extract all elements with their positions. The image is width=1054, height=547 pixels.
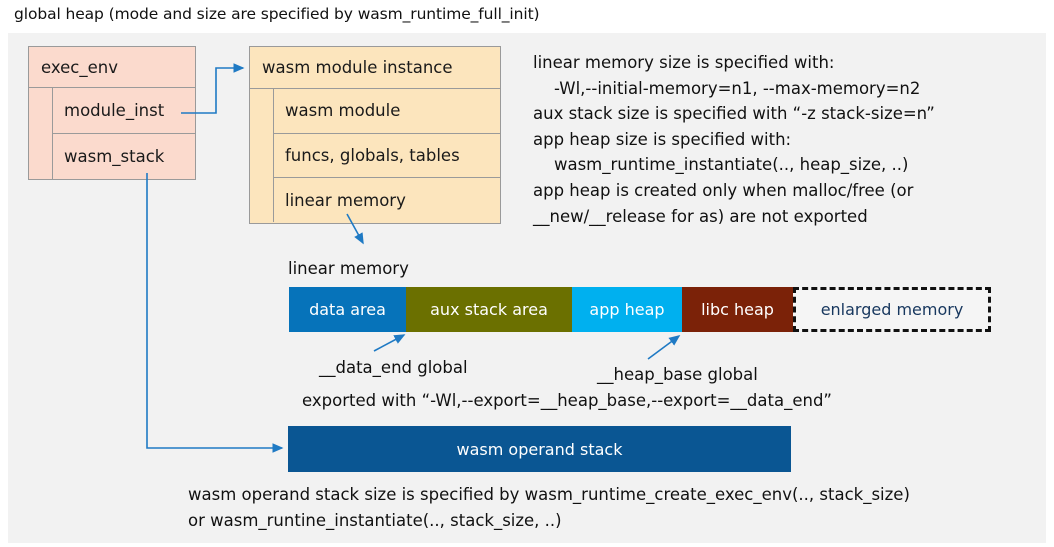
linear-memory-bar-caption: linear memory (288, 259, 409, 278)
exec-env-gutter (29, 88, 53, 179)
exec-env-field-module-inst: module_inst (53, 88, 195, 134)
memory-segment-data-area: data area (289, 287, 406, 332)
module-instance-field-funcs-globals-tables: funcs, globals, tables (274, 134, 500, 179)
heap-base-global-label: __heap_base global (597, 365, 758, 384)
linear-memory-spec-note: linear memory size is specified with: -W… (533, 53, 935, 226)
memory-segment-libc-heap: libc heap (682, 287, 793, 332)
module-instance-field-linear-memory: linear memory (285, 190, 406, 210)
module-instance-field-wasm-module: wasm module (274, 89, 500, 134)
exec-env-rows: module_inst wasm_stack (29, 88, 195, 179)
module-instance-field-column: wasm module funcs, globals, tables linea… (274, 89, 500, 222)
memory-segment-enlarged-memory: enlarged memory (793, 287, 991, 332)
exec-env-field-wasm-stack: wasm_stack (64, 147, 165, 166)
export-flags-note: exported with “-Wl,--export=__heap_base,… (302, 391, 832, 410)
memory-segment-aux-stack-area: aux stack area (406, 287, 572, 332)
operand-stack-size-note: wasm operand stack size is specified by … (188, 485, 910, 530)
data-end-global-label: __data_end global (319, 358, 468, 377)
module-instance-gutter (250, 89, 274, 222)
exec-env-field-column: module_inst wasm_stack (53, 88, 195, 179)
module-instance-rows: wasm module funcs, globals, tables linea… (250, 89, 500, 222)
exec-env-box: exec_env module_inst wasm_stack (28, 46, 196, 180)
module-instance-title: wasm module instance (250, 47, 500, 89)
wasm-operand-stack-bar: wasm operand stack (288, 426, 791, 472)
wasm-module-instance-box: wasm module instance wasm module funcs, … (249, 46, 501, 224)
exec-env-title: exec_env (29, 47, 195, 88)
page-title: global heap (mode and size are specified… (14, 5, 540, 23)
memory-segment-app-heap: app heap (572, 287, 682, 332)
